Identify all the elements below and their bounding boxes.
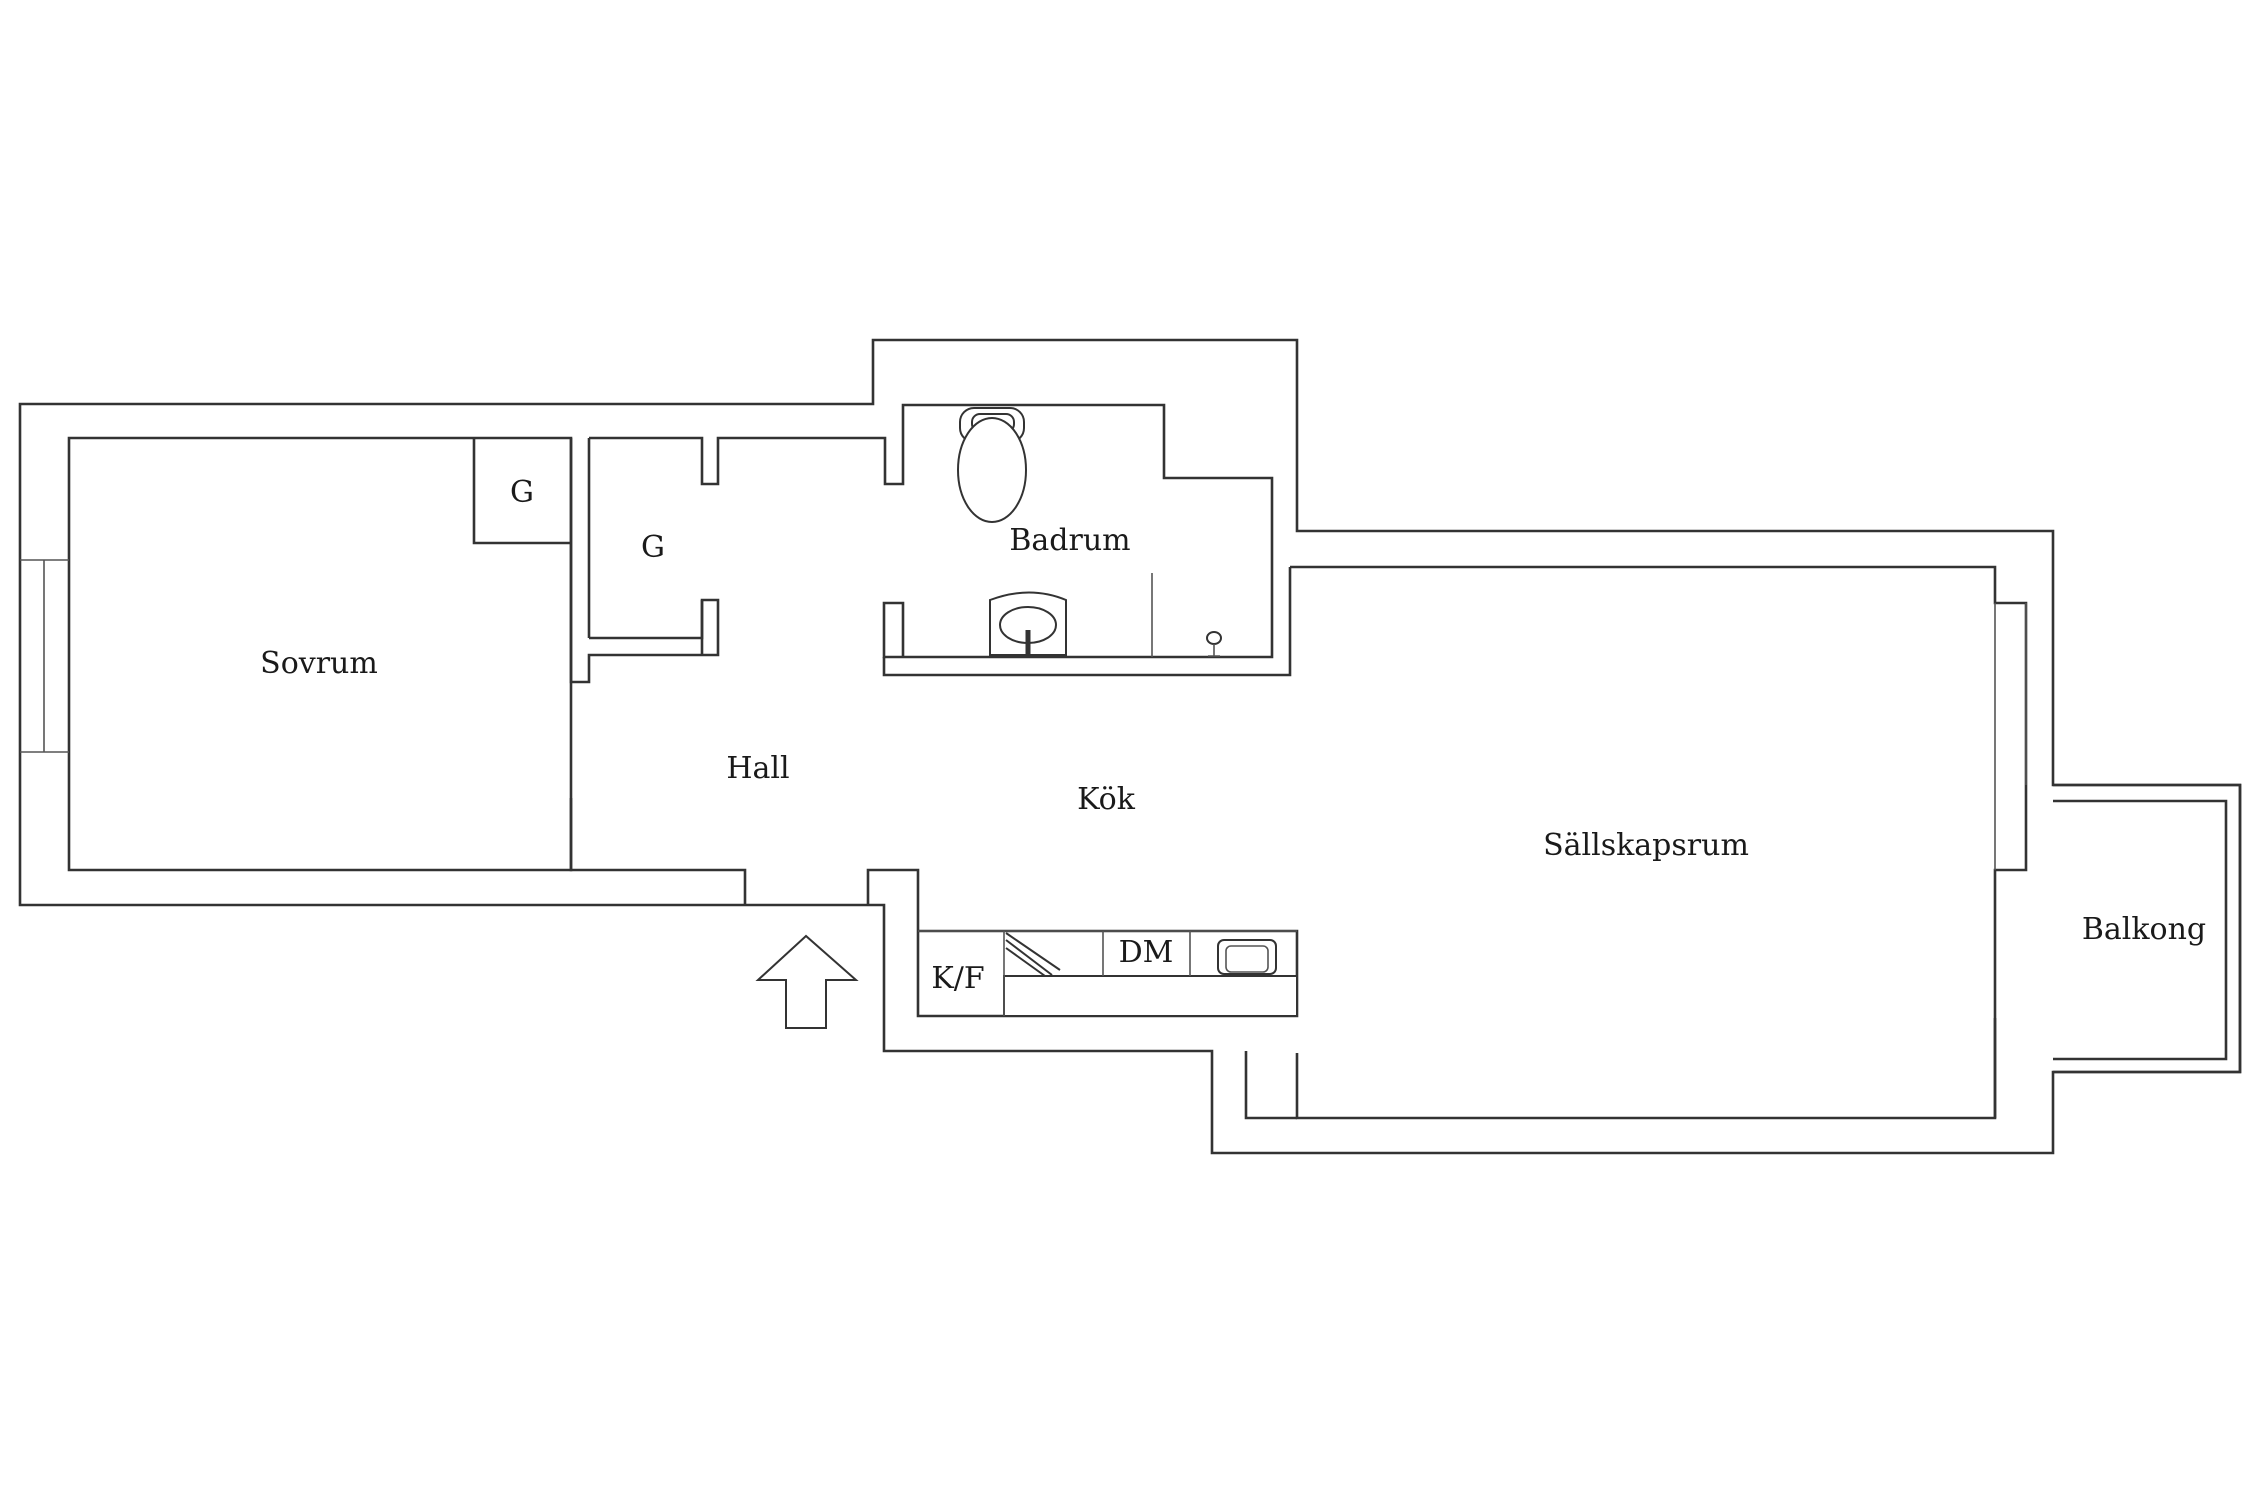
room-label-hall: Hall bbox=[726, 751, 789, 786]
bathroom-outer-line bbox=[882, 567, 1292, 677]
living-window-frame bbox=[1994, 603, 2027, 870]
room-label-balkong: Balkong bbox=[2082, 912, 2206, 947]
balcony-outline bbox=[2053, 783, 2242, 1074]
sink-icon bbox=[989, 591, 1067, 656]
room-label-sallskapsrum: Sällskapsrum bbox=[1543, 828, 1749, 863]
living-lower-wall bbox=[1244, 1018, 1997, 1120]
room-label-badrum: Badrum bbox=[1009, 523, 1130, 558]
kitchen-counter-top bbox=[918, 930, 1297, 1016]
appliance-label-dm: DM bbox=[1119, 935, 1174, 970]
room-label-sovrum: Sovrum bbox=[260, 646, 378, 681]
entrance-arrow-icon bbox=[755, 934, 859, 1029]
stove-burner-icon bbox=[1225, 945, 1269, 973]
hall-inner-wall bbox=[569, 438, 720, 684]
room-label-closet-2: G bbox=[641, 530, 665, 565]
bathroom-wall bbox=[882, 403, 1274, 659]
room-label-closet-1: G bbox=[510, 475, 534, 510]
stove-icon bbox=[1217, 939, 1277, 975]
hall-closet-walls bbox=[589, 436, 905, 486]
living-inner-wall bbox=[1290, 565, 2028, 1120]
kitchen-sink-icon bbox=[1005, 932, 1061, 977]
appliance-label-kf: K/F bbox=[931, 961, 984, 996]
kitchen-counter bbox=[1003, 975, 1298, 1017]
bedroom-closet bbox=[472, 438, 571, 545]
room-label-kok: Kök bbox=[1077, 782, 1136, 817]
outer-wall bbox=[18, 338, 2242, 1155]
toilet-icon bbox=[957, 407, 1027, 523]
hall-closet-lower bbox=[587, 438, 704, 640]
bathroom-tap-icon bbox=[1206, 631, 1222, 657]
bedroom-window-frame bbox=[20, 559, 69, 753]
